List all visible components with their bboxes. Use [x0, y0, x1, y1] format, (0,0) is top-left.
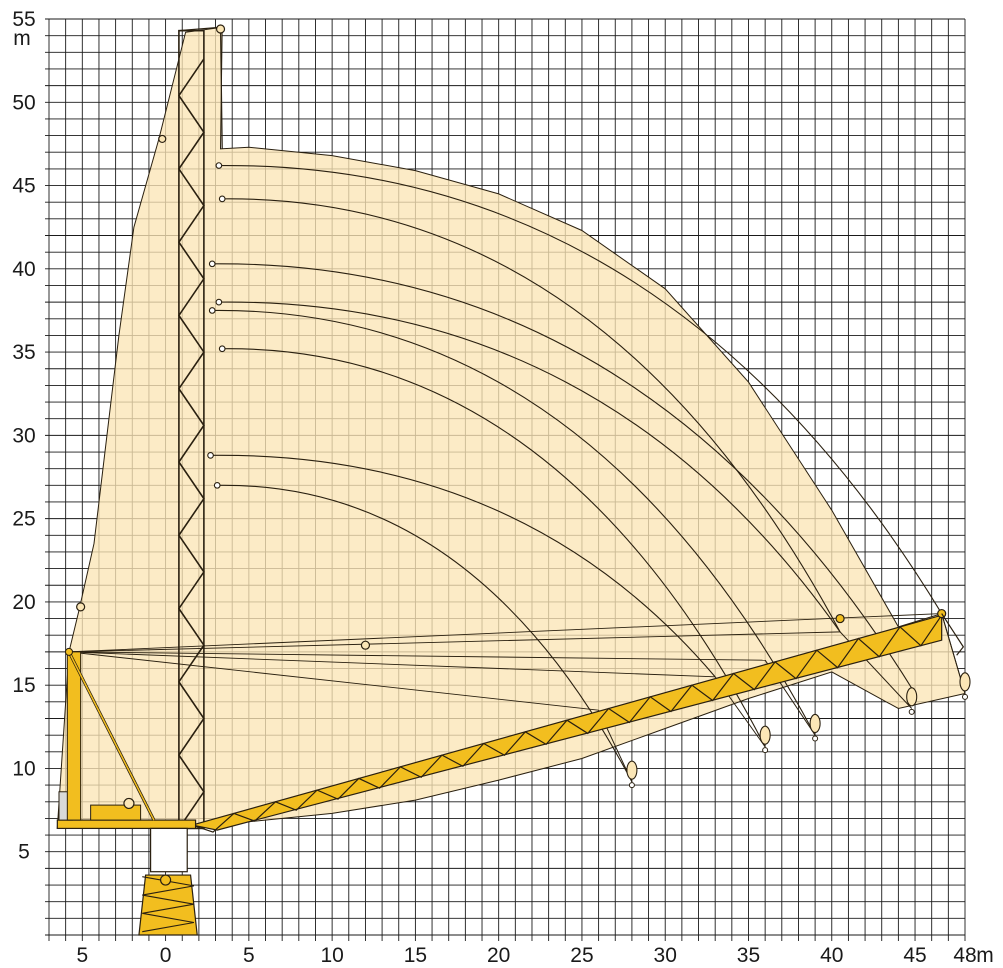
gantry-sheave [76, 602, 86, 612]
pendant-line [68, 651, 599, 711]
x-tick-label: 45 [903, 944, 926, 967]
x-tick-label: 20 [487, 944, 510, 967]
turntable-deck [56, 819, 197, 830]
boom-lattice [192, 614, 943, 833]
jib-tip-marker [213, 481, 221, 489]
x-tick-label: 35 [737, 944, 760, 967]
hook-block [959, 672, 971, 692]
crane-base [56, 602, 198, 936]
jib-tip-marker [215, 298, 223, 306]
y-tick-label: 20 [12, 591, 35, 614]
hook-marker [812, 735, 819, 742]
x-tick-label: 25 [570, 944, 593, 967]
mast-sheave [158, 134, 167, 144]
y-tick-label: 40 [12, 258, 35, 281]
y-tick-label: 45 [12, 175, 35, 198]
trajectory-line [212, 309, 816, 736]
jib-tip-marker [208, 307, 216, 314]
x-tick-label: 15 [404, 944, 427, 967]
pendant-line [68, 651, 716, 678]
x-tick-label: 30 [654, 944, 677, 967]
x-tick-label: 48 [953, 944, 976, 967]
trajectory-line [222, 348, 766, 748]
working-range-envelope [56, 26, 966, 829]
jib-tip-marker [207, 451, 214, 459]
y-tick-label: 5 [18, 841, 30, 864]
jib-tip-marker [208, 260, 216, 268]
slewing-ring [149, 827, 188, 873]
trajectory-line [222, 198, 841, 633]
trajectory-line [218, 165, 943, 614]
y-tick-label: 55 [12, 8, 35, 31]
hook-block [759, 725, 771, 745]
y-tick-label: 15 [12, 674, 35, 697]
a-frame-column [66, 651, 82, 821]
hook-marker [762, 747, 769, 754]
trajectory-line [218, 301, 841, 633]
y-tick-label: 35 [12, 341, 35, 364]
hub-wheel [159, 874, 172, 886]
y-axis-unit: m [13, 27, 31, 50]
hook-block [906, 687, 918, 707]
trajectory-line [212, 263, 916, 694]
pendant-line [68, 651, 766, 661]
main-boom [192, 608, 965, 833]
x-tick-label: 5 [76, 944, 88, 967]
y-tick-label: 25 [12, 508, 35, 531]
hook-marker [628, 782, 635, 789]
winch-housing [90, 804, 142, 821]
hook-markers [207, 162, 971, 789]
hook-block [626, 760, 638, 780]
x-tick-label: 5 [243, 944, 255, 967]
x-tick-label: 10 [320, 944, 343, 967]
trajectory-line [210, 454, 716, 678]
hook-marker [962, 693, 968, 700]
pendant-line [68, 631, 841, 653]
hook-block [809, 713, 821, 734]
trajectory-line [217, 484, 633, 783]
winch-drum [123, 797, 135, 810]
x-tick-label: 0 [160, 944, 172, 967]
a-frame-pin [64, 647, 73, 656]
boom-sheave [835, 613, 845, 624]
mast-sheave [215, 24, 226, 34]
y-tick-label: 10 [12, 757, 35, 780]
jib-tip-marker [218, 195, 226, 203]
envelope-area [56, 26, 966, 829]
boom-tip-head [941, 613, 965, 656]
mast-lattice [177, 58, 205, 829]
pendant-line [68, 613, 942, 653]
jib-tip-marker [215, 162, 223, 169]
x-tick-label: 40 [820, 944, 843, 967]
a-frame-strut-fill [68, 651, 155, 821]
hook-marker [908, 708, 915, 715]
x-axis-unit: m [976, 944, 994, 967]
spreader-sheave [360, 640, 371, 650]
y-tick-label: 50 [12, 91, 35, 114]
undercarriage-lattice [142, 876, 194, 933]
jib-tip-marker [218, 345, 226, 353]
y-tick-label: 30 [12, 424, 35, 447]
